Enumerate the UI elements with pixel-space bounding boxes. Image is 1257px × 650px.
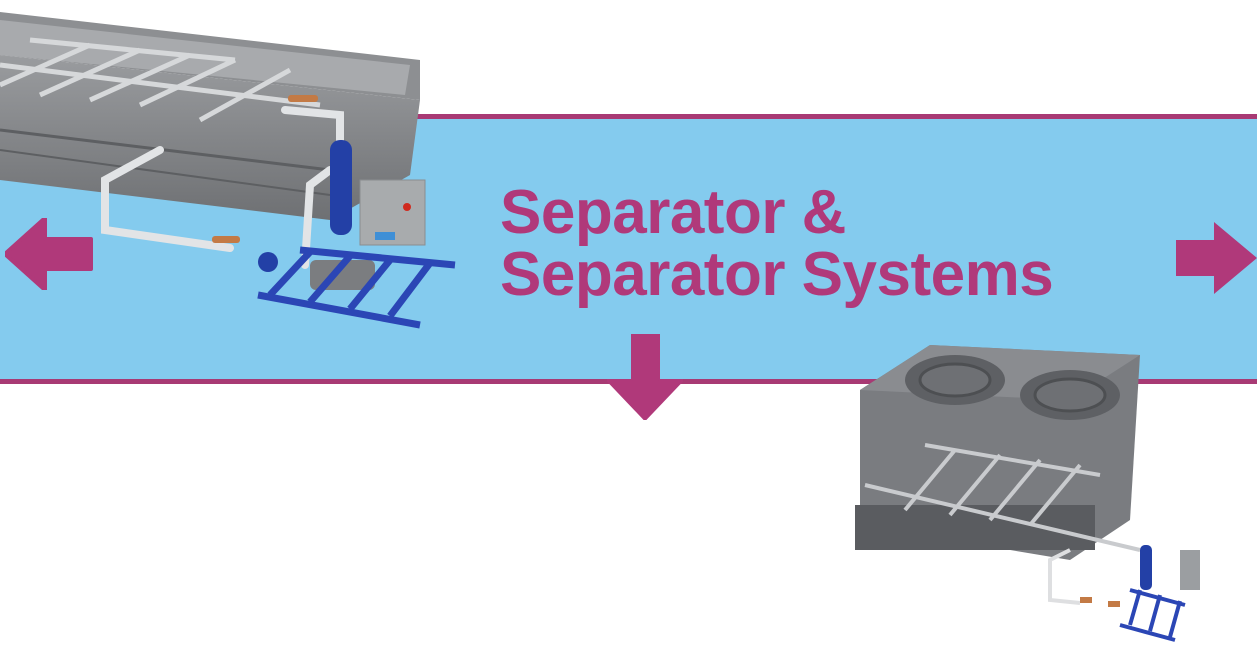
down-arrow-icon[interactable] (607, 334, 683, 420)
right-arrow-icon[interactable] (1176, 222, 1257, 294)
tank-separator-illustration (0, 12, 456, 329)
title-line-1: Separator & (500, 178, 846, 247)
cooling-tower-separator-illustration (855, 345, 1200, 642)
slide-title: Separator & Separator Systems (500, 178, 1054, 309)
title-line-2: Separator Systems (500, 240, 1054, 309)
left-arrow-icon[interactable] (5, 218, 93, 290)
